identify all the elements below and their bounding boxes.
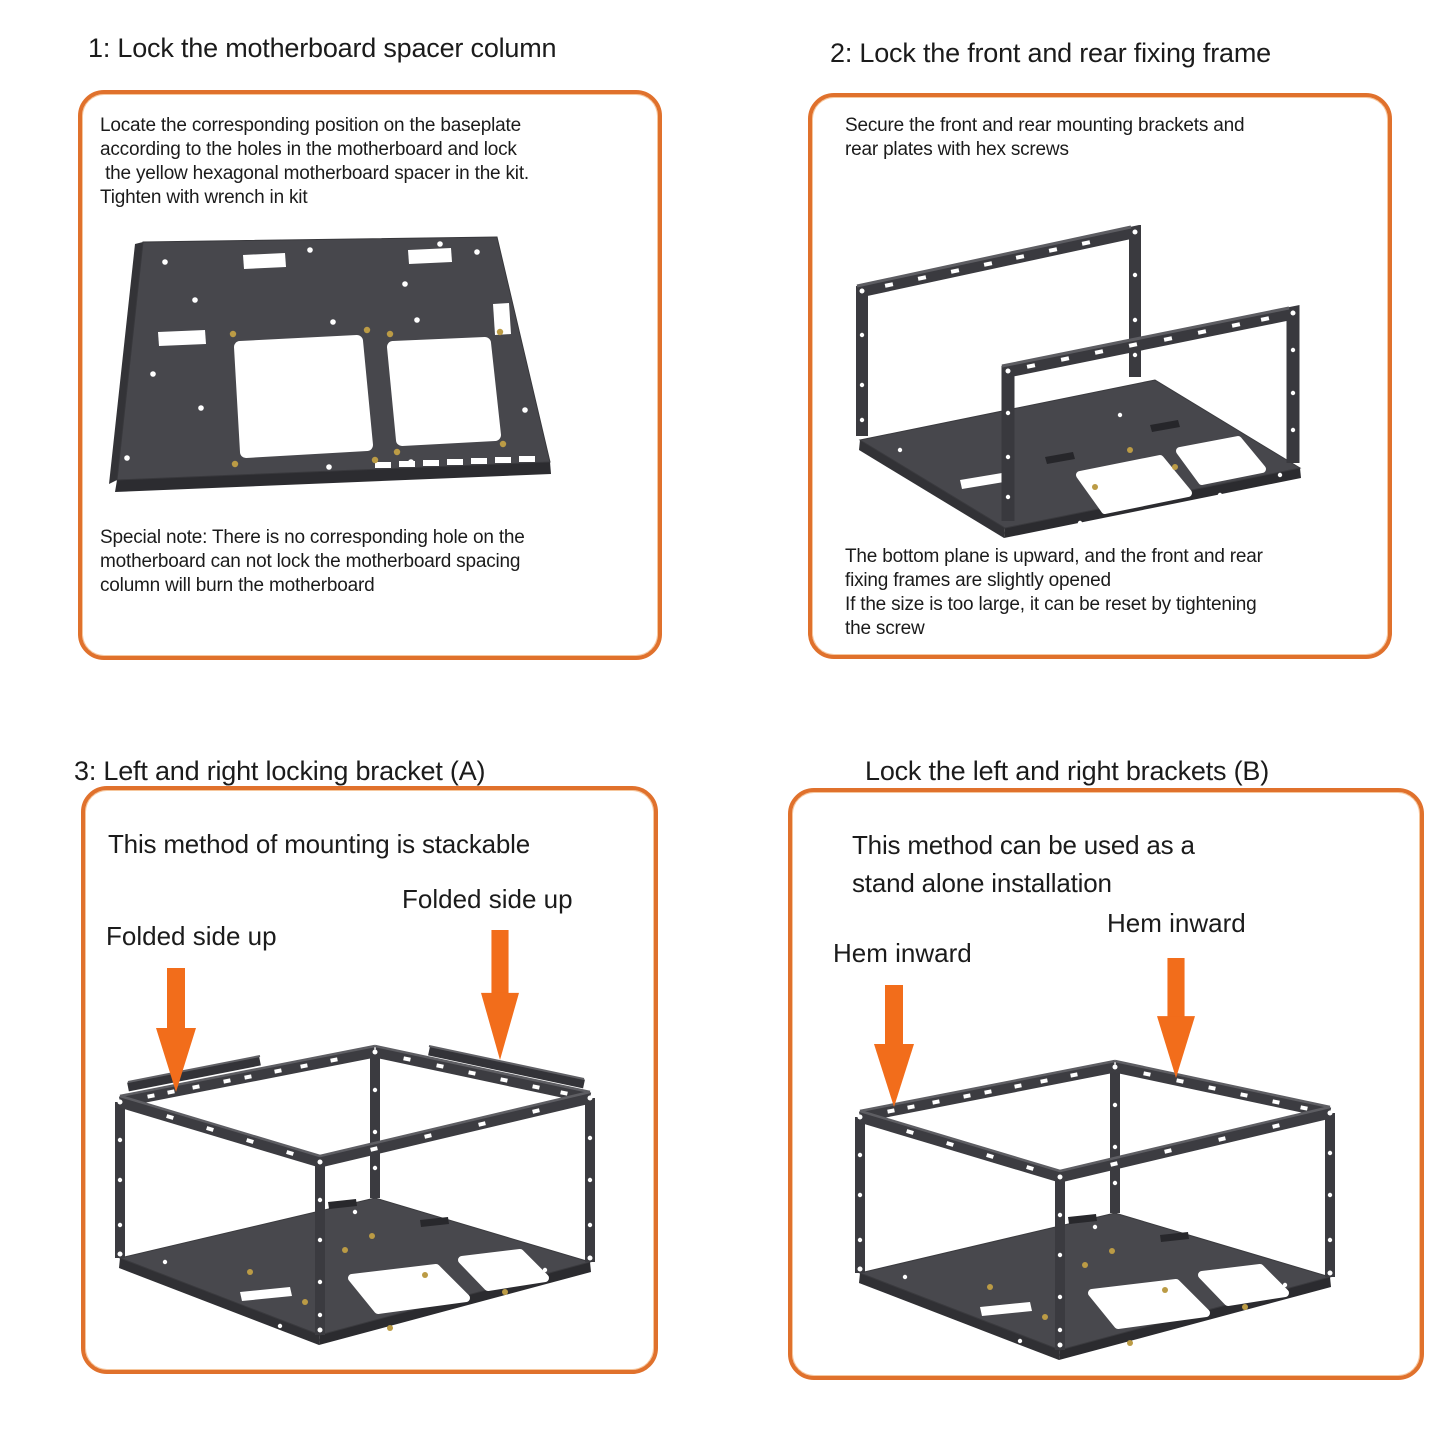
step3b-subtitle: This method can be used as a stand alone… [852, 830, 1195, 898]
step1-instruction: Locate the corresponding position on the… [100, 115, 529, 208]
down-arrow-icon [874, 985, 914, 1107]
step3b-label-left: Hem inward [833, 938, 972, 968]
down-arrow-icon [156, 968, 196, 1092]
step3a-subtitle: This method of mounting is stackable [108, 829, 531, 859]
baseplate-illustration [109, 236, 551, 492]
folded-frame-illustration [90, 1040, 650, 1375]
step1-note: Special note: There is no corresponding … [100, 527, 525, 596]
step3b-title: Lock the left and right brackets (B) [865, 756, 1269, 786]
step3a-label-left: Folded side up [106, 921, 277, 951]
step1-title: 1: Lock the motherboard spacer column [88, 33, 557, 63]
step2-title: 2: Lock the front and rear fixing frame [830, 38, 1271, 68]
hem-frame-illustration [830, 1055, 1390, 1390]
front-rear-frame-illustration [856, 225, 1302, 538]
step3a-title: 3: Left and right locking bracket (A) [74, 756, 486, 786]
step2-instruction: Secure the front and rear mounting brack… [845, 115, 1245, 160]
step3b-label-right: Hem inward [1107, 908, 1246, 938]
folded-lips [127, 1045, 585, 1092]
down-arrow-icon [1157, 958, 1195, 1078]
step2-note: The bottom plane is upward, and the fron… [845, 546, 1263, 639]
down-arrow-icon [481, 930, 519, 1060]
step3a-label-right: Folded side up [402, 884, 573, 914]
